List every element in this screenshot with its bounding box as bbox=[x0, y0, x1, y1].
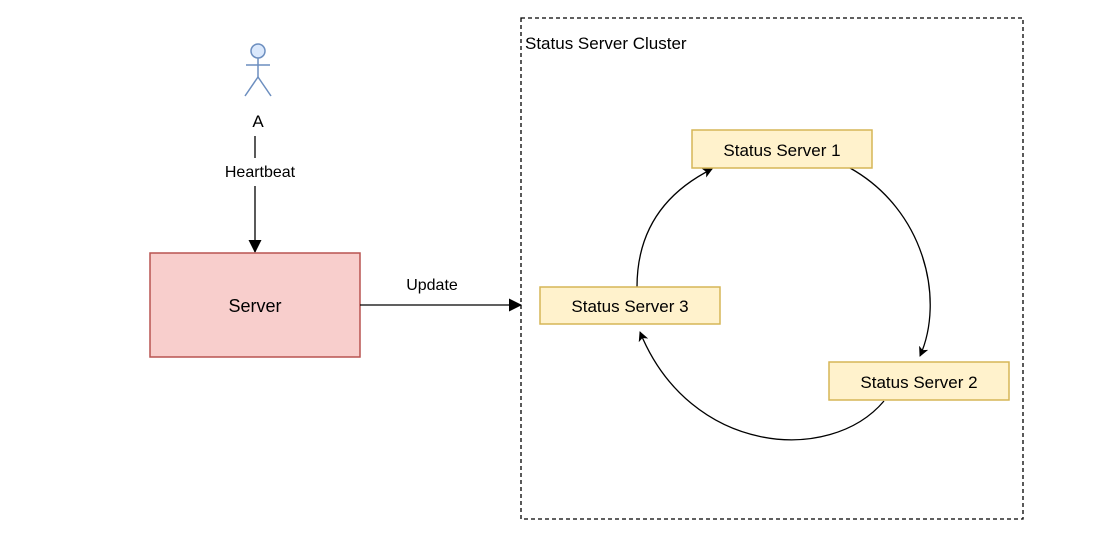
actor-label: A bbox=[252, 112, 264, 131]
status-server-1-label: Status Server 1 bbox=[723, 141, 840, 160]
server-box bbox=[149, 252, 361, 358]
status-server-1-box bbox=[691, 129, 873, 169]
cluster-container bbox=[520, 17, 1024, 520]
update-label: Update bbox=[406, 277, 458, 294]
status-server-2-box bbox=[828, 361, 1010, 401]
status-server-3-label: Status Server 3 bbox=[571, 297, 688, 316]
cluster-title: Status Server Cluster bbox=[525, 34, 687, 53]
ring-arrow-s2-to-s3 bbox=[638, 331, 885, 441]
heartbeat-label: Heartbeat bbox=[225, 164, 296, 181]
ring-arrow-s3-to-s1 bbox=[636, 168, 713, 288]
status-server-3-box bbox=[539, 286, 721, 325]
ring-arrow-s1-to-s2 bbox=[849, 167, 931, 357]
status-server-2-label: Status Server 2 bbox=[860, 373, 977, 392]
server-label: Server bbox=[228, 296, 281, 316]
actor-a-icon bbox=[244, 43, 272, 97]
